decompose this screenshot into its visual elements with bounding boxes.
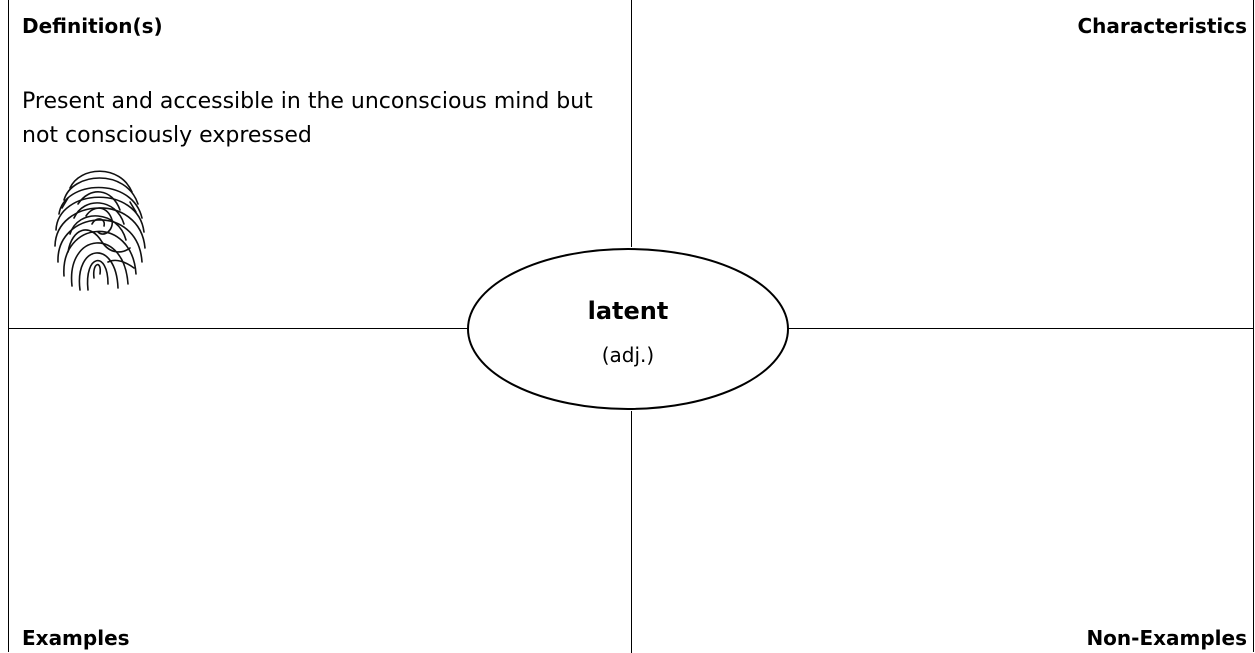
- fingerprint-icon: [50, 158, 146, 292]
- center-term-oval: [466, 247, 790, 411]
- vertical-divider-top: [631, 0, 632, 247]
- definitions-heading: Definition(s): [22, 14, 163, 38]
- vocabulary-term: latent: [466, 296, 790, 326]
- vertical-divider-bottom: [631, 411, 632, 653]
- definition-text: Present and accessible in the unconsciou…: [22, 85, 622, 153]
- non-examples-heading: Non-Examples: [1086, 626, 1247, 650]
- part-of-speech: (adj.): [466, 342, 790, 368]
- characteristics-heading: Characteristics: [1077, 14, 1247, 38]
- examples-heading: Examples: [22, 626, 130, 650]
